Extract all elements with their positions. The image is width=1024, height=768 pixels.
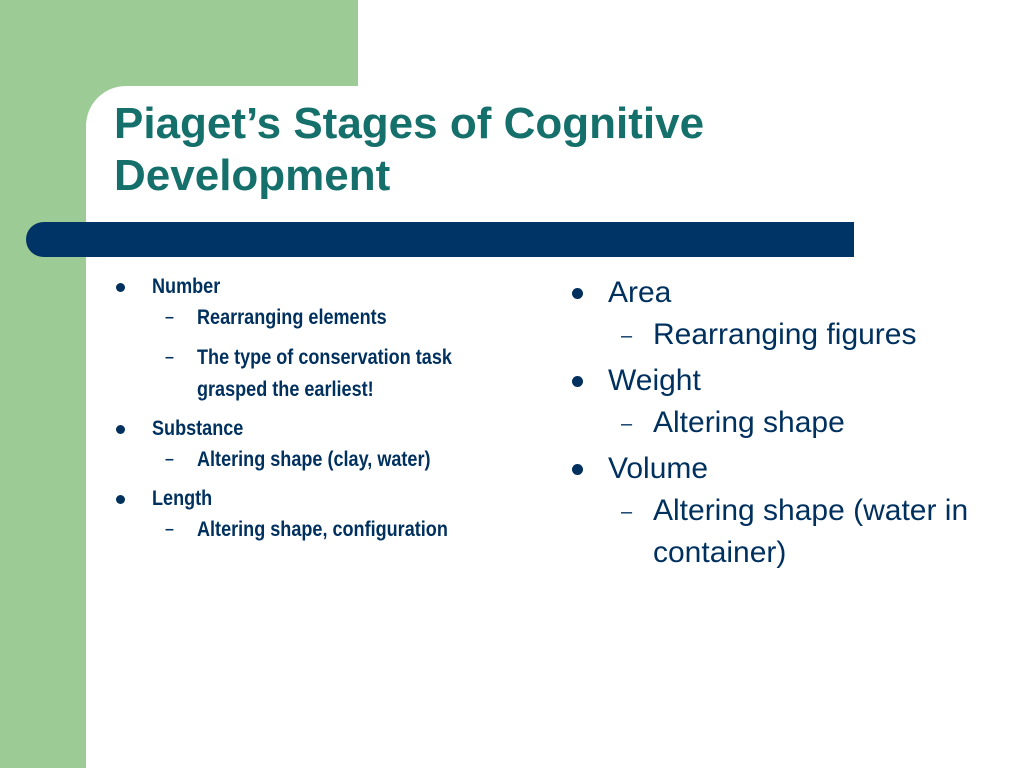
bullet-label: Weight [608,364,701,397]
sub-item-text: Altering shape (water in container) [653,494,969,569]
right-bullet-list: Area Rearranging figures Weight Altering… [568,272,1008,578]
sub-list: Altering shape (clay, water) [152,444,542,476]
title-divider-bar [26,222,854,257]
sub-item: Rearranging elements [152,302,542,334]
sub-item-text: Rearranging figures [653,318,917,351]
sub-item: Altering shape (clay, water) [152,444,542,476]
bullet-area: Area Rearranging figures [568,272,1008,358]
slide-title-line-2: Development [114,151,391,200]
sub-list: Rearranging elements The type of conserv… [152,302,542,406]
sub-list: Altering shape, configuration [152,514,542,546]
sub-item-text: Altering shape, configuration [197,518,448,541]
sub-item: Altering shape [608,402,1008,446]
sub-list: Rearranging figures [608,314,1008,358]
slide-title-line-1: Piaget’s Stages of Cognitive [114,99,705,148]
bullet-label: Substance [152,417,244,440]
bullet-weight: Weight Altering shape [568,360,1008,446]
bullet-label: Area [608,276,672,309]
left-bullet-list: Number Rearranging elements The type of … [112,272,542,554]
bullet-volume: Volume Altering shape (water in containe… [568,448,1008,574]
sub-item-text: Rearranging elements [197,306,387,329]
sub-item: Rearranging figures [608,314,1008,358]
sub-list: Altering shape (water in container) [608,490,1008,574]
bullet-label: Number [152,275,221,298]
sub-item-text: The type of conservation task grasped th… [197,346,452,401]
sub-list: Altering shape [608,402,1008,446]
bullet-length: Length Altering shape, configuration [112,484,542,546]
sub-item: Altering shape (water in container) [608,490,1008,574]
sub-item: The type of conservation task grasped th… [152,342,542,406]
sub-item: Altering shape, configuration [152,514,542,546]
bullet-label: Length [152,487,213,510]
bullet-label: Volume [608,452,709,485]
bullet-substance: Substance Altering shape (clay, water) [112,414,542,476]
sub-item-text: Altering shape [653,406,845,439]
bullet-number: Number Rearranging elements The type of … [112,272,542,406]
slide-title: Piaget’s Stages of Cognitive Development [114,98,934,202]
sub-item-text: Altering shape (clay, water) [197,448,431,471]
